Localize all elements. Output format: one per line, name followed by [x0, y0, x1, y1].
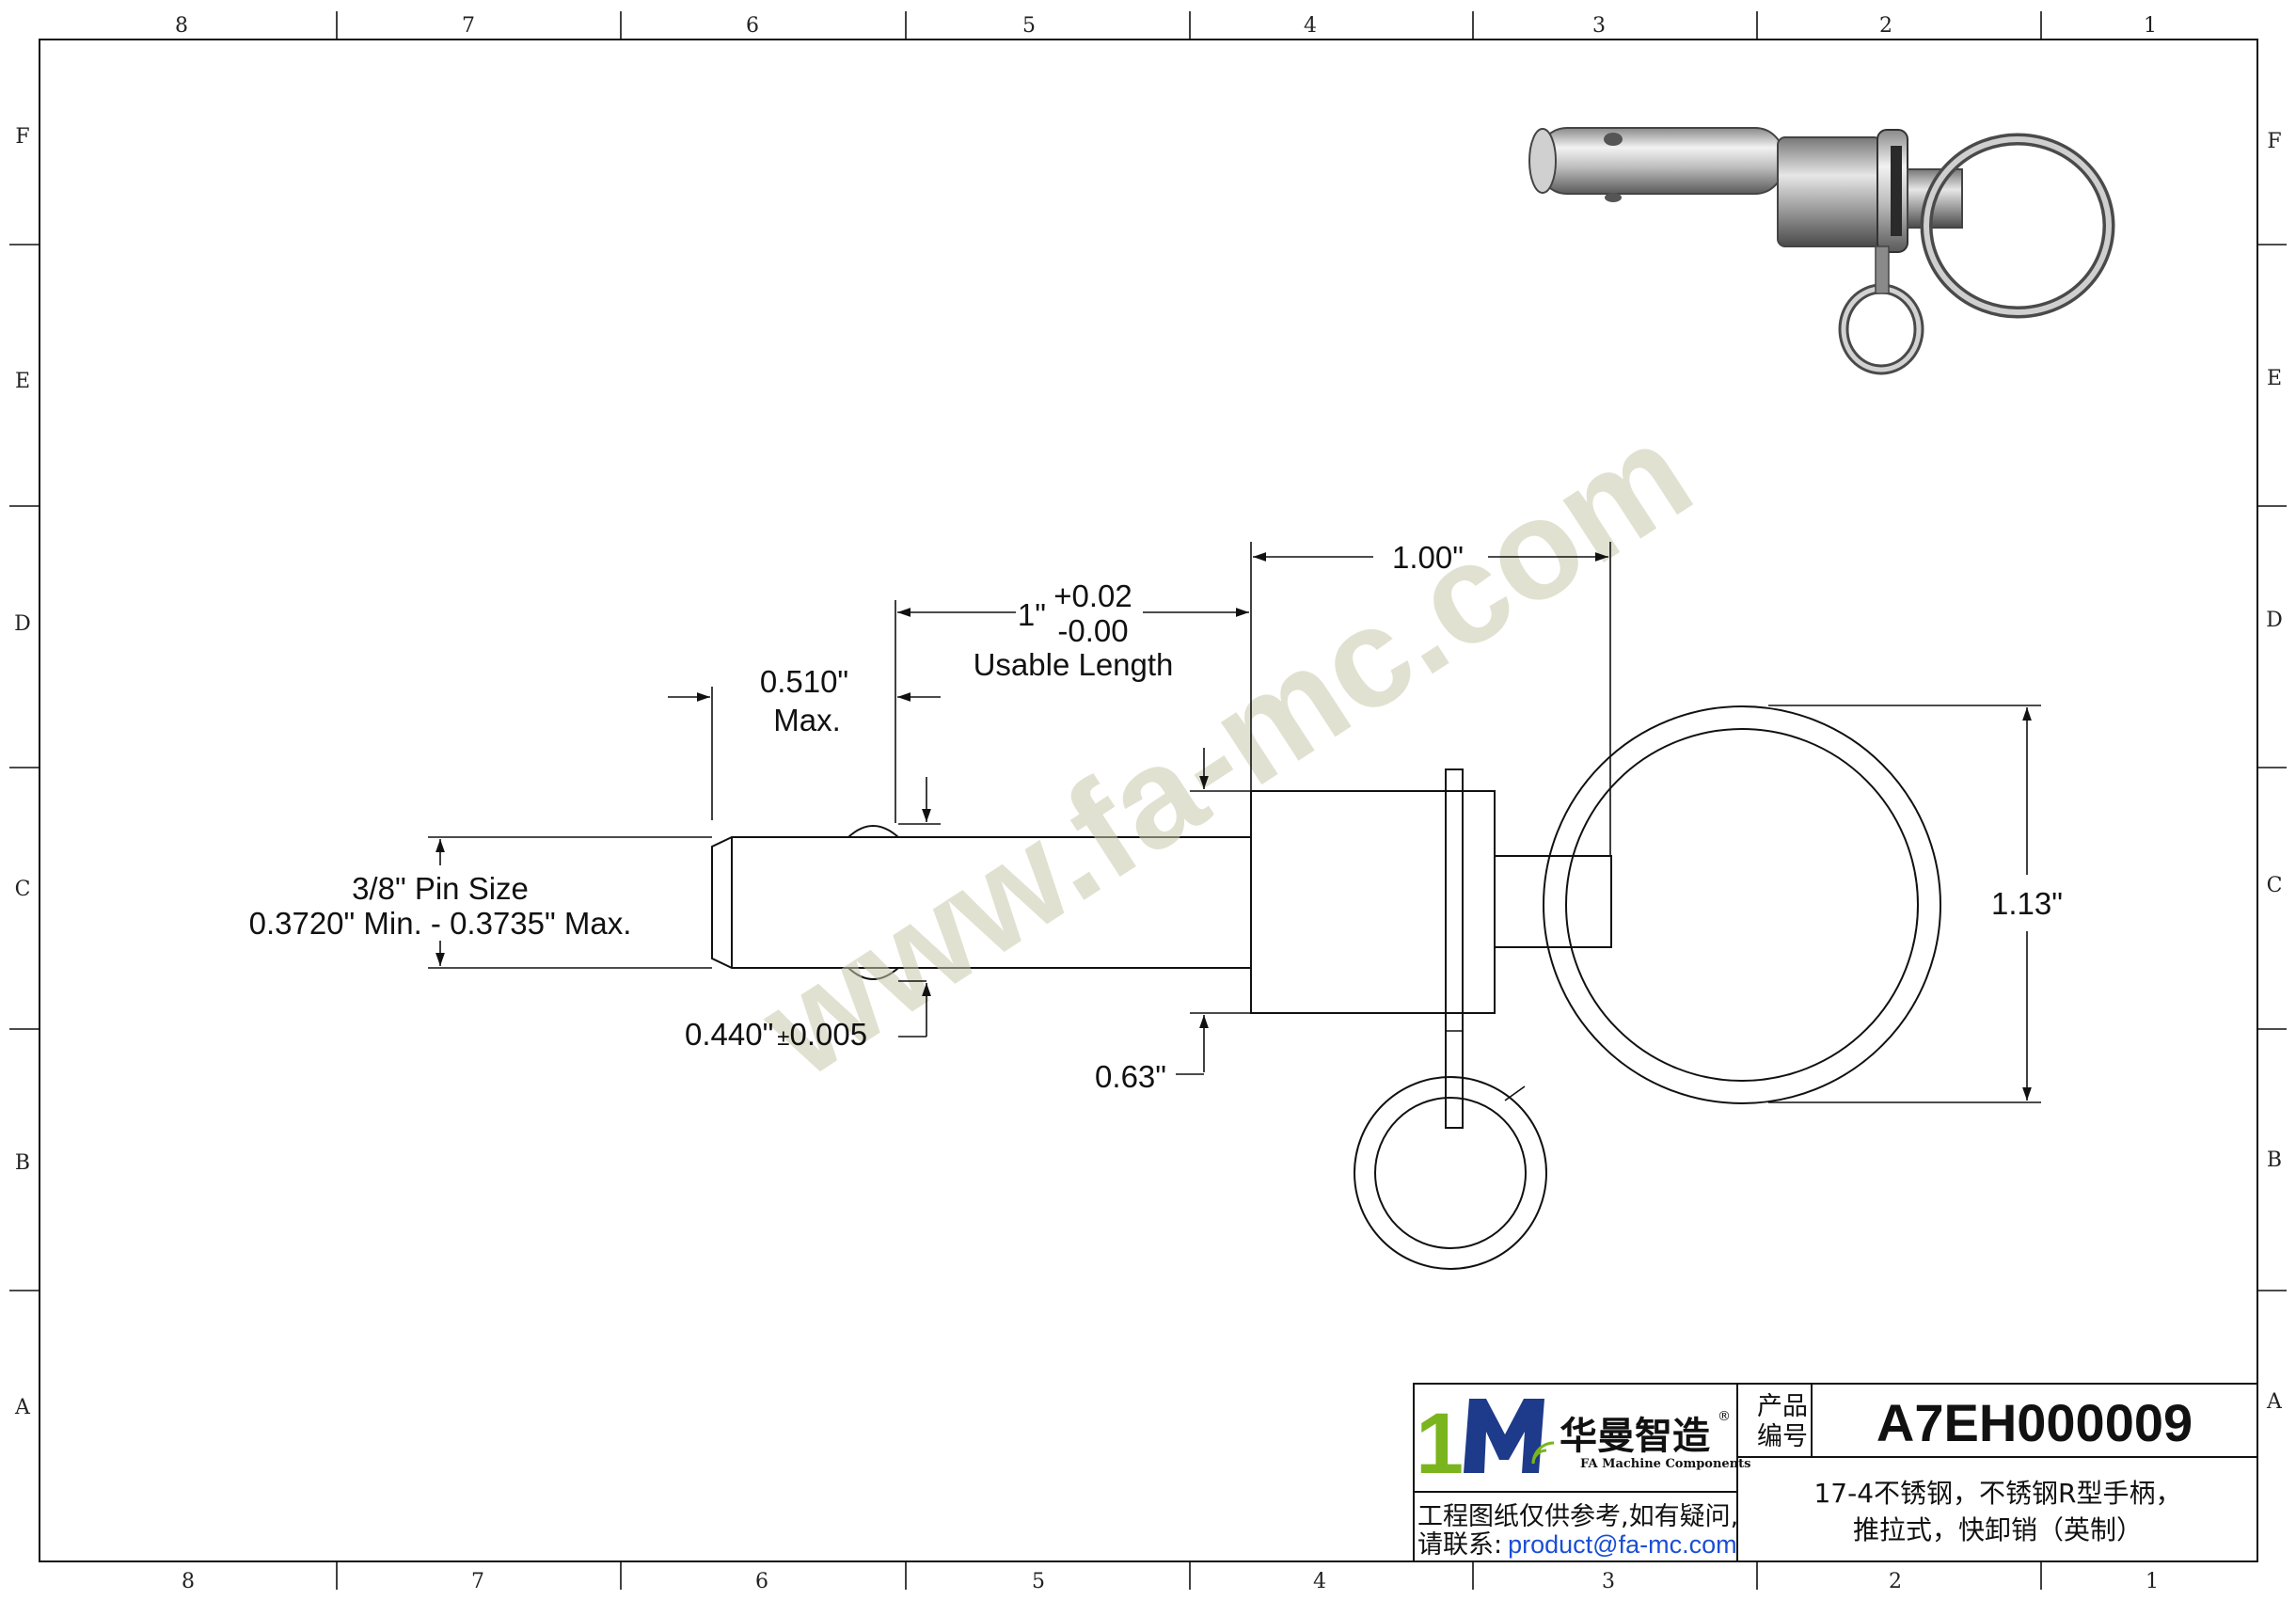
dim-ball-tol-sign: ± — [777, 1025, 789, 1051]
product-3d-render — [1528, 127, 2115, 375]
col-label: 3 — [1592, 14, 1606, 38]
logo-mark-m-icon — [1464, 1399, 1544, 1473]
brand-logo: 1 华曼智造 ® FA Machine Components — [1416, 1396, 1750, 1492]
col-label: 6 — [746, 14, 759, 38]
locking-ball-bottom — [846, 967, 901, 980]
dim-pin-diameter-range: 0.3720" Min. - 0.3735" Max. — [249, 906, 632, 941]
column-labels-top: 8 7 6 5 4 3 2 1 — [175, 14, 2157, 38]
dim-tip-max-label: Max. — [773, 703, 841, 737]
title-block: 1 华曼智造 ® FA Machine Components 产品 编号 A7E… — [1413, 1383, 2258, 1562]
row-label: B — [15, 1151, 30, 1175]
brand-name-en: FA Machine Components — [1580, 1457, 1750, 1471]
sheet-frame — [9, 11, 2287, 1590]
dim-usable-tol-minus: -0.00 — [1057, 613, 1128, 648]
dim-grip-diameter: 0.63" — [1095, 1059, 1166, 1094]
row-labels-right: F E D C B A — [2266, 130, 2283, 1414]
col-label: 1 — [2146, 1570, 2159, 1593]
col-label: 6 — [755, 1570, 768, 1593]
col-label: 5 — [1032, 1570, 1045, 1593]
pin-shaft-outline — [711, 836, 1251, 969]
logo-mark-1: 1 — [1416, 1396, 1464, 1492]
col-label: 7 — [471, 1570, 484, 1593]
handle-body — [1250, 790, 1496, 1014]
row-labels-left: F E D C B A — [14, 125, 31, 1419]
dim-ball-diameter: 0.440"±0.005 — [685, 1017, 867, 1052]
pull-ring-inner — [1565, 728, 1919, 1082]
flange-plate — [1445, 768, 1464, 1129]
row-label: D — [14, 612, 31, 636]
locking-ball-top — [846, 825, 901, 838]
disclaimer-line1: 工程图纸仅供参考,如有疑问, — [1417, 1502, 1738, 1531]
product-description-line2: 推拉式，快卸销（英制） — [1853, 1514, 2143, 1545]
product-number-label-1: 产品 — [1757, 1392, 1808, 1421]
col-label: 3 — [1602, 1570, 1615, 1593]
dim-usable-length-label: Usable Length — [974, 647, 1174, 682]
dim-ball-diameter-value: 0.440" — [685, 1017, 773, 1052]
col-label: 1 — [2144, 14, 2157, 38]
row-label: C — [2267, 874, 2283, 897]
dim-handle-to-ring: 1.00" — [1392, 540, 1464, 575]
lanyard-ring-inner — [1374, 1097, 1527, 1249]
dimension-annotations: 1.00" 1" +0.02 -0.00 Usable Length 0.510… — [249, 540, 2063, 1103]
brand-name-cn: 华曼智造 — [1560, 1415, 1710, 1458]
contact-prefix: 请联系: — [1417, 1530, 1502, 1560]
product-description-line1: 17-4不锈钢，不锈钢R型手柄， — [1813, 1478, 2181, 1509]
dim-usable-length-value: 1" — [1018, 597, 1046, 632]
dim-usable-tol-plus: +0.02 — [1053, 578, 1132, 613]
row-label: B — [2267, 1149, 2282, 1172]
disclaimer-line2: 请联系:product@fa-mc.com — [1417, 1530, 1737, 1560]
brand-registered-mark: ® — [1718, 1409, 1731, 1424]
dim-tip-max-value: 0.510" — [760, 664, 848, 699]
row-label: A — [14, 1396, 31, 1419]
row-label: D — [2266, 609, 2283, 632]
product-number-label-2: 编号 — [1757, 1422, 1808, 1451]
lanyard-ring-outer — [1354, 1076, 1547, 1270]
pull-ring-outer — [1543, 705, 1941, 1104]
dim-ball-tol: 0.005 — [789, 1017, 867, 1052]
pin-drawing — [711, 705, 1941, 1270]
col-label: 4 — [1313, 1570, 1326, 1593]
col-label: 2 — [1889, 1570, 1902, 1593]
col-label: 8 — [175, 14, 188, 38]
watermark-text: www.fa-mc.com — [734, 392, 1717, 1107]
column-labels-bottom: 8 7 6 5 4 3 2 1 — [182, 1570, 2159, 1593]
square-stem — [1494, 855, 1612, 948]
col-label: 2 — [1879, 14, 1892, 38]
row-label: A — [2266, 1390, 2283, 1414]
row-label: C — [15, 878, 31, 901]
dim-pin-size: 3/8" Pin Size — [352, 871, 529, 906]
row-label: F — [15, 125, 29, 149]
row-label: E — [2267, 367, 2282, 390]
contact-email-link[interactable]: product@fa-mc.com — [1508, 1530, 1736, 1559]
dim-ring-diameter: 1.13" — [1991, 886, 2063, 921]
col-label: 4 — [1304, 14, 1317, 38]
product-code: A7EH000009 — [1876, 1393, 2193, 1452]
row-label: F — [2267, 130, 2281, 153]
row-label: E — [15, 370, 30, 393]
col-label: 8 — [182, 1570, 195, 1593]
col-label: 5 — [1022, 14, 1036, 38]
col-label: 7 — [462, 14, 475, 38]
